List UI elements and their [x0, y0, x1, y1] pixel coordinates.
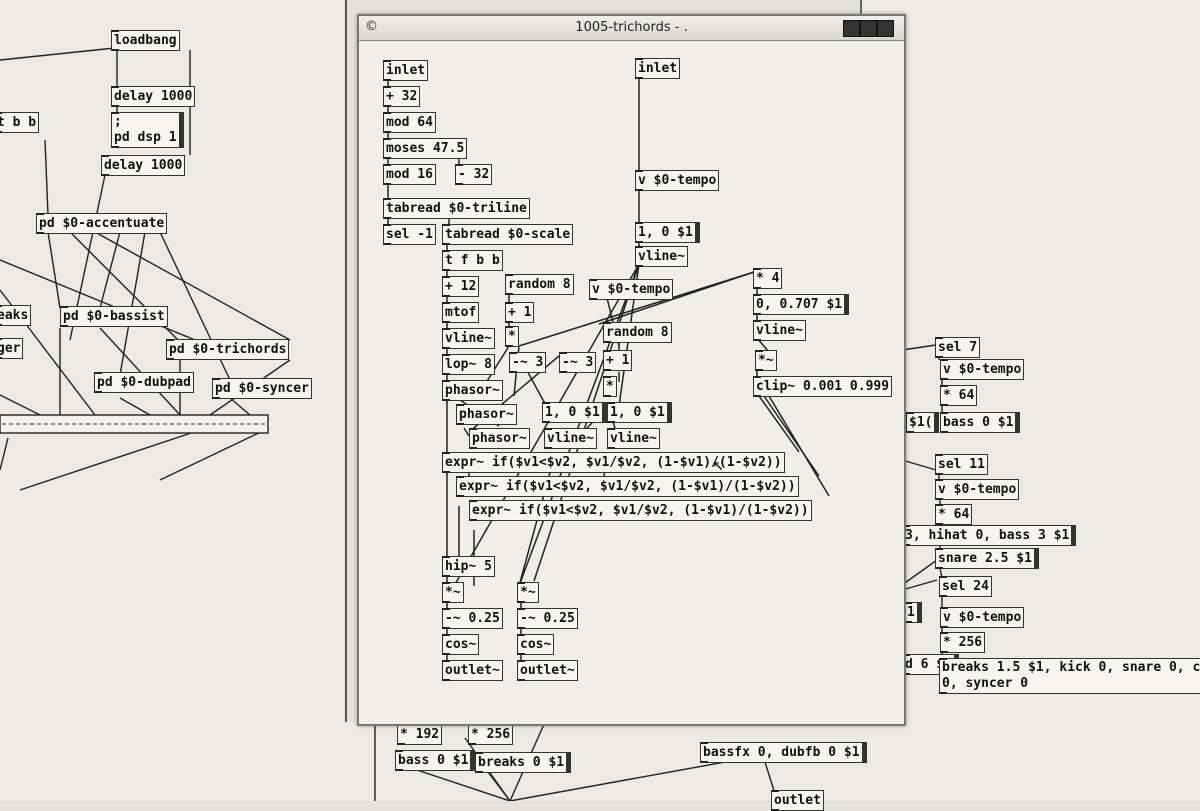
loadbang-object[interactable]: loadbang	[111, 30, 180, 51]
msg-fragment[interactable]: $1(	[906, 412, 940, 433]
mul-256-object[interactable]: * 256	[940, 632, 986, 653]
trichords-window[interactable]: © 1005-trichords - .	[357, 14, 906, 726]
pd-syncer-subpatch[interactable]: pd $0-syncer	[212, 378, 312, 399]
phasor-object-2[interactable]: phasor~	[456, 404, 517, 425]
pd-breaks-subpatch[interactable]: eaks	[0, 305, 32, 326]
window-titlebar[interactable]: © 1005-trichords - .	[359, 16, 904, 41]
pd-dsp-message[interactable]: ; pd dsp 1	[111, 112, 184, 148]
vline-object[interactable]: vline~	[635, 246, 688, 267]
tabread-triline-object[interactable]: tabread $0-triline	[383, 198, 530, 219]
add-1-object[interactable]: + 1	[505, 302, 535, 323]
sel-7-object[interactable]: sel 7	[935, 337, 981, 358]
sel-11-object[interactable]: sel 11	[935, 454, 988, 475]
mouse-pointer-icon: ↖	[713, 454, 724, 475]
pd-swirl-icon[interactable]: ©	[365, 19, 378, 34]
add-12-object[interactable]: + 12	[442, 276, 480, 297]
mul-sig-object-2[interactable]: *~	[442, 582, 464, 603]
canvas-bottom-patch[interactable]: * 192 * 256 bass 0 $1 breaks 0 $1 bassfx…	[345, 722, 905, 811]
tempo-var-object-2[interactable]: v $0-tempo	[589, 279, 674, 300]
window-title: 1005-trichords - .	[575, 20, 688, 35]
snare-message[interactable]: snare 2.5 $1	[935, 548, 1039, 569]
msg-fragment-2[interactable]: 1	[904, 602, 922, 623]
pd-dubpad-subpatch[interactable]: pd $0-dubpad	[94, 372, 194, 393]
bass-message[interactable]: bass 0 $1	[940, 412, 1021, 433]
mul-object[interactable]: *	[505, 326, 519, 347]
pd-ger-subpatch[interactable]: ger	[0, 338, 24, 359]
phasor-object-3[interactable]: phasor~	[469, 428, 530, 449]
trigger-object[interactable]: t b b	[0, 112, 40, 133]
gain-message[interactable]: 0, 0.707 $1	[753, 294, 850, 315]
mul-object-2[interactable]: *	[603, 376, 617, 397]
tempo-var-object-3[interactable]: v $0-tempo	[940, 607, 1025, 628]
signal-outlet-object-2[interactable]: outlet~	[517, 660, 578, 681]
random-object[interactable]: random 8	[505, 274, 574, 295]
vline-object-5[interactable]: vline~	[607, 428, 660, 449]
sel-24-object[interactable]: sel 24	[939, 576, 992, 597]
cosine-object[interactable]: cos~	[442, 634, 480, 655]
mul-sig-object[interactable]: *~	[755, 350, 777, 371]
vline-object-4[interactable]: vline~	[544, 428, 597, 449]
mul-192-object[interactable]: * 192	[397, 724, 443, 745]
highpass-object[interactable]: hip~ 5	[442, 556, 495, 577]
clip-object[interactable]: clip~ 0.001 0.999	[753, 376, 893, 397]
tempo-var-object-2[interactable]: v $0-tempo	[935, 479, 1020, 500]
breaks-message-2[interactable]: breaks 0 $1	[475, 752, 572, 773]
phasor-object[interactable]: phasor~	[442, 380, 503, 401]
sub-sig-object-2[interactable]: -~ 3	[559, 352, 597, 373]
inlet-object-2[interactable]: inlet	[635, 58, 681, 79]
delay-object[interactable]: delay 1000	[111, 86, 196, 107]
sub-32-object[interactable]: - 32	[455, 164, 493, 185]
hihat-message[interactable]: 3, hihat 0, bass 3 $1	[902, 525, 1077, 546]
bassfx-message[interactable]: bassfx 0, dubfb 0 $1	[700, 742, 867, 763]
add-32-object[interactable]: + 32	[383, 86, 421, 107]
mul-64-object[interactable]: * 64	[940, 385, 978, 406]
pd-bassist-subpatch[interactable]: pd $0-bassist	[60, 306, 168, 327]
delay-object-2[interactable]: delay 1000	[101, 155, 186, 176]
expr-object-2[interactable]: expr~ if($v1<$v2, $v1/$v2, (1-$v1)/(1-$v…	[456, 476, 799, 497]
mul-sig-object-3[interactable]: *~	[517, 582, 539, 603]
random-object-2[interactable]: random 8	[603, 322, 672, 343]
tempo-var-object[interactable]: v $0-tempo	[635, 170, 720, 191]
patch-cords-left	[0, 47, 291, 491]
close-button[interactable]	[877, 20, 894, 37]
mul-4-object[interactable]: * 4	[753, 268, 783, 289]
mul-64-object-2[interactable]: * 64	[935, 504, 973, 525]
tabread-scale-object[interactable]: tabread $0-scale	[442, 224, 574, 245]
pd-trichords-subpatch[interactable]: pd $0-trichords	[166, 339, 290, 360]
maximize-button[interactable]	[860, 20, 877, 37]
lowpass-object[interactable]: lop~ 8	[442, 354, 495, 375]
moses-object[interactable]: moses 47.5	[383, 138, 468, 159]
mod-64-object[interactable]: mod 64	[383, 112, 436, 133]
vline-object-3[interactable]: vline~	[753, 320, 806, 341]
vline-object-2[interactable]: vline~	[442, 328, 495, 349]
mul-256-object-2[interactable]: * 256	[468, 724, 514, 745]
expr-object[interactable]: expr~ if($v1<$v2, $v1/$v2, (1-$v1)/(1-$v…	[442, 452, 785, 473]
sub-sig-object[interactable]: -~ 3	[509, 352, 547, 373]
signal-outlet-object[interactable]: outlet~	[442, 660, 503, 681]
cosine-object-2[interactable]: cos~	[517, 634, 555, 655]
breaks-message[interactable]: breaks 1.5 $1, kick 0, snare 0, c 0, syn…	[939, 658, 1200, 694]
sel-object[interactable]: sel -1	[383, 224, 436, 245]
ramp-message-2[interactable]: 1, 0 $1	[542, 402, 607, 423]
patch-cords-bottom	[374, 722, 776, 801]
ramp-message-3[interactable]: 1, 0 $1	[607, 402, 672, 423]
ramp-message[interactable]: 1, 0 $1	[635, 222, 700, 243]
canvas-main-patch[interactable]: loadbang delay 1000 ; pd dsp 1 delay 100…	[0, 0, 347, 801]
inlet-object[interactable]: inlet	[383, 60, 429, 81]
pd-accentuate-subpatch[interactable]: pd $0-accentuate	[36, 213, 168, 234]
minimize-button[interactable]	[843, 20, 860, 37]
mod-16-object[interactable]: mod 16	[383, 164, 436, 185]
sub-quarter-object[interactable]: -~ 0.25	[442, 608, 503, 629]
tempo-var-object[interactable]: v $0-tempo	[940, 359, 1025, 380]
expr-object-3[interactable]: expr~ if($v1<$v2, $v1/$v2, (1-$v1)/(1-$v…	[469, 500, 812, 521]
add-1-object-2[interactable]: + 1	[603, 350, 633, 371]
mtof-object[interactable]: mtof	[442, 302, 480, 323]
bass-message-2[interactable]: bass 0 $1	[395, 750, 476, 771]
sub-quarter-object-2[interactable]: -~ 0.25	[517, 608, 578, 629]
canvas-right-patch[interactable]: sel 7 v $0-tempo * 64 $1( bass 0 $1 sel …	[860, 0, 1200, 801]
trigger-object[interactable]: t f b b	[442, 250, 503, 271]
